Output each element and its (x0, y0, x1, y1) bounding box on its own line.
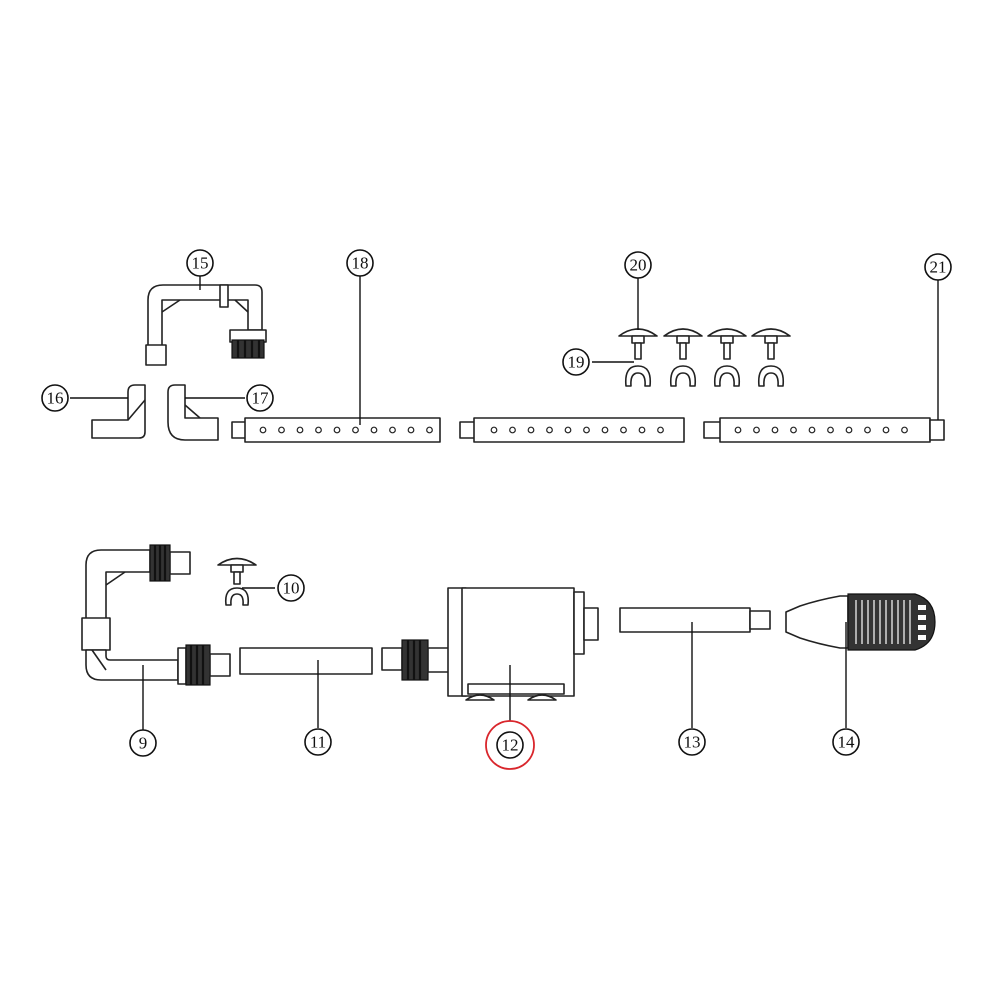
callout-10: 10 (277, 574, 305, 602)
suction-clip (663, 328, 703, 387)
callout-9: 9 (129, 729, 157, 757)
part-18-spray-bar (231, 276, 931, 443)
svg-text:12: 12 (502, 736, 519, 755)
part-15-u-pipe (145, 276, 267, 366)
spray-hole (620, 426, 627, 434)
spray-hole (864, 426, 871, 434)
part-9-intake-pipe (81, 544, 231, 730)
part-16-elbow (70, 384, 146, 439)
spray-hole (901, 426, 908, 434)
spray-hole (370, 426, 378, 434)
spray-hole (278, 426, 285, 434)
spray-hole (389, 426, 396, 434)
suction-clip (751, 328, 791, 387)
svg-text:17: 17 (252, 389, 270, 408)
callout-11: 11 (304, 728, 332, 756)
spray-hole (657, 426, 664, 434)
spray-hole (638, 426, 646, 434)
part-21-end-cap (929, 280, 945, 441)
spray-hole (827, 426, 834, 434)
spray-hole (490, 426, 498, 434)
callout-21: 21 (924, 253, 952, 281)
strainer-slot (918, 635, 926, 640)
spray-hole (583, 426, 590, 434)
part-13-tube (619, 607, 771, 728)
callout-19: 19 (562, 348, 590, 376)
svg-text:10: 10 (283, 579, 300, 598)
svg-text:14: 14 (838, 733, 856, 752)
spray-hole (333, 426, 341, 434)
callout-12: 12 (485, 720, 535, 770)
strainer-slot (918, 625, 926, 630)
part-12-filter-box (381, 587, 599, 722)
svg-text:19: 19 (568, 353, 585, 372)
svg-text:16: 16 (47, 389, 64, 408)
spray-hole (527, 426, 535, 434)
part-10-suction-clip (217, 557, 275, 606)
callout-18: 18 (346, 249, 374, 277)
spray-hole (426, 426, 433, 434)
spray-hole (753, 426, 760, 434)
svg-text:21: 21 (930, 258, 947, 277)
suction-clip (618, 328, 658, 387)
spray-hole (296, 426, 304, 434)
spray-hole (771, 426, 779, 434)
svg-text:20: 20 (630, 256, 647, 275)
svg-text:15: 15 (192, 254, 209, 273)
spray-hole (882, 426, 890, 434)
spray-hole (734, 426, 742, 434)
callout-15: 15 (186, 249, 214, 277)
callout-13: 13 (678, 728, 706, 756)
spray-hole (407, 426, 415, 434)
svg-text:13: 13 (684, 733, 701, 752)
callout-14: 14 (832, 728, 860, 756)
svg-text:18: 18 (352, 254, 369, 273)
spray-hole (352, 426, 359, 434)
spray-hole (315, 426, 322, 434)
spray-hole (564, 426, 572, 434)
spray-hole (259, 426, 267, 434)
spray-hole (845, 426, 853, 434)
spray-hole (808, 426, 816, 434)
callout-17: 17 (246, 384, 274, 412)
spray-hole (601, 426, 609, 434)
spray-hole (546, 426, 553, 434)
svg-text:11: 11 (310, 733, 326, 752)
part-17-elbow-connector (167, 384, 245, 441)
callout-16: 16 (41, 384, 69, 412)
svg-text:9: 9 (139, 734, 148, 753)
part-11-tube (239, 647, 373, 728)
callout-20: 20 (624, 251, 652, 279)
strainer-slot (918, 605, 926, 610)
part-14-strainer (785, 593, 936, 728)
suction-clip (707, 328, 747, 387)
part-19-20-suction-clips (618, 328, 791, 387)
spray-hole (790, 426, 797, 434)
strainer-slot (918, 615, 926, 620)
spray-hole (509, 426, 516, 434)
